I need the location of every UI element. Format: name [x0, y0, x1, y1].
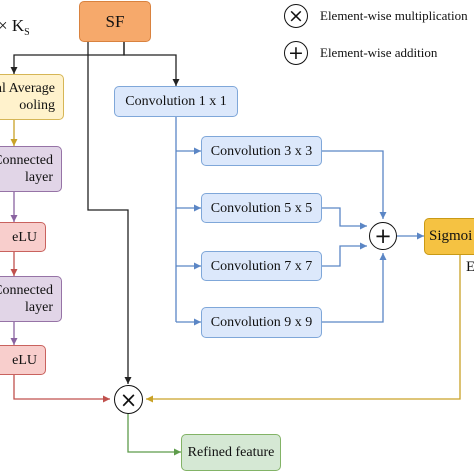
conv-1x1-node[interactable]: Convolution 1 x 1 [114, 86, 238, 117]
sigmoid-label: Sigmoi [429, 228, 473, 244]
fc1-line-1: Connected [0, 153, 53, 168]
edge-conv7x7-to-add [322, 242, 367, 267]
kernel-size-subscript: S [24, 27, 30, 38]
conv-9x9-node[interactable]: Convolution 9 x 9 [201, 307, 322, 338]
conv-3x3-node[interactable]: Convolution 3 x 3 [201, 136, 322, 166]
legend-multiply-icon: × [284, 4, 308, 28]
add-symbol: + [374, 224, 392, 248]
sf-node[interactable]: SF [79, 1, 151, 42]
edge-sf-to-multiply [87, 22, 132, 384]
fully-connected-layer-1-node[interactable]: Connected layer [0, 146, 62, 192]
relu-2-node[interactable]: eLU [0, 345, 46, 375]
conv-5x5-label: Convolution 5 x 5 [210, 200, 313, 216]
edge-conv3x3-to-add [322, 150, 387, 219]
conv-3x3-label: Convolution 3 x 3 [210, 143, 313, 159]
multiply-symbol: × [119, 387, 138, 412]
relu1-label: eLU [12, 229, 37, 245]
sf-label: SF [105, 12, 125, 31]
edge-conv9x9-to-add [322, 253, 387, 323]
legend-add-icon: + [284, 41, 308, 65]
pooling-line-1: al Average [0, 81, 55, 96]
global-average-pooling-node[interactable]: al Average ooling [0, 74, 64, 120]
fc1-line-2: layer [25, 170, 53, 185]
fc2-line-2: layer [25, 300, 53, 315]
refined-feature-label: Refined feature [187, 445, 275, 460]
fc2-line-1: Connected [0, 283, 53, 298]
element-wise-multiply-node[interactable]: × [114, 385, 143, 414]
relu2-label: eLU [12, 352, 37, 368]
conv-5x5-node[interactable]: Convolution 5 x 5 [201, 193, 322, 223]
element-wise-add-node[interactable]: + [369, 222, 397, 250]
kernel-size-label: × KS [0, 16, 30, 38]
legend-multiply-label: Element-wise multiplication [320, 8, 468, 23]
right-edge-fragment: E [466, 259, 474, 275]
conv-7x7-node[interactable]: Convolution 7 x 7 [201, 251, 322, 281]
conv-9x9-label: Convolution 9 x 9 [210, 315, 313, 330]
edge-sf-to-conv1x1 [123, 42, 180, 86]
conv-7x7-label: Convolution 7 x 7 [210, 258, 313, 274]
edge-conv5x5-to-add [322, 207, 367, 230]
kernel-size-times: × K [0, 16, 25, 35]
edge-multiply-to-refined [127, 414, 181, 456]
conv-1x1-label: Convolution 1 x 1 [125, 94, 227, 109]
refined-feature-node[interactable]: Refined feature [181, 434, 281, 471]
edge-sigmoid-to-multiply [146, 255, 461, 403]
pooling-line-2: ooling [19, 98, 55, 113]
edge-sf-to-pooling [10, 42, 125, 74]
edge-relu2-to-multiply [13, 375, 110, 403]
relu-1-node[interactable]: eLU [0, 222, 46, 252]
legend-add-label: Element-wise addition [320, 45, 438, 60]
fully-connected-layer-2-node[interactable]: Connected layer [0, 276, 62, 322]
sigmoid-node[interactable]: Sigmoi [424, 218, 474, 255]
